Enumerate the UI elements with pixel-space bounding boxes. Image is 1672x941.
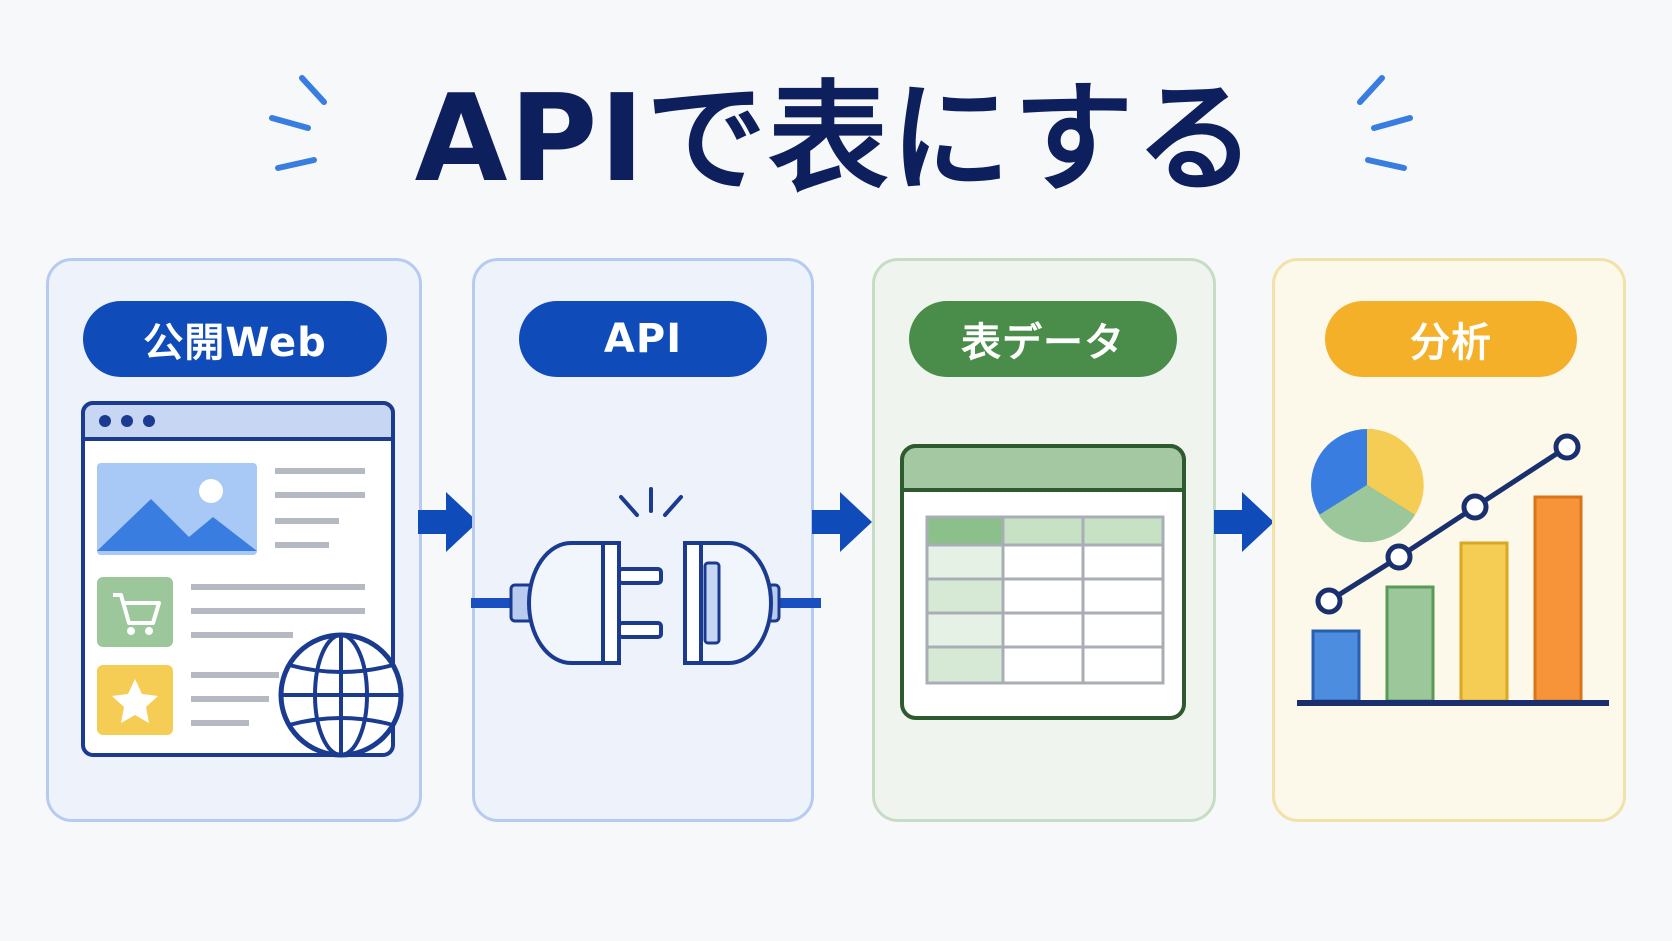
step-panel-public-web: 公開Web: [46, 258, 422, 822]
step-label-table-data: 表データ: [909, 301, 1177, 377]
arrow-right-icon: [418, 492, 478, 552]
arrow-right-icon: [812, 492, 872, 552]
browser-globe-icon: [81, 401, 404, 758]
step-panel-analysis: 分析: [1272, 258, 1626, 822]
step-label-api: API: [519, 301, 767, 377]
step-label-analysis: 分析: [1325, 301, 1577, 377]
sparkle-right-icon: [1357, 75, 1413, 171]
step-panel-table-data: 表データ: [872, 258, 1216, 822]
analytics-chart-icon: [1297, 428, 1609, 706]
step-panel-api: API: [471, 258, 821, 822]
page-title: APIで表にする: [414, 70, 1258, 209]
sparkle-left-icon: [269, 75, 327, 171]
spreadsheet-table-icon: [900, 444, 1186, 720]
step-label-public-web: 公開Web: [83, 301, 387, 377]
arrow-right-icon: [1214, 492, 1274, 552]
plug-connector-icon: [471, 487, 821, 665]
